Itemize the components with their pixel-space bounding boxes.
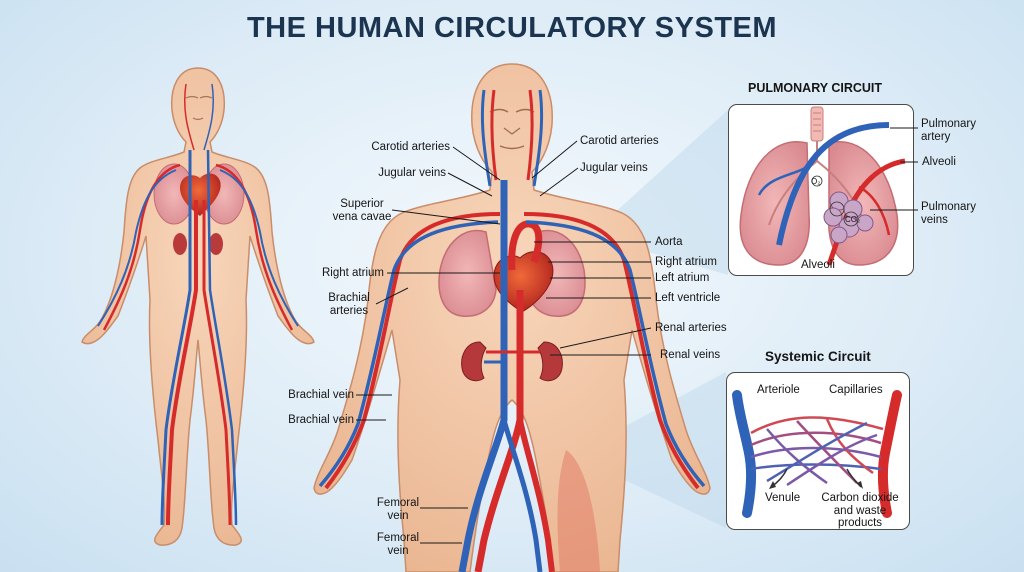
label-brachial-vein-2: Brachial vein — [288, 414, 354, 426]
label-right-atrium-right: Right atrium — [655, 256, 717, 268]
pulmonary-illustration — [739, 106, 906, 266]
label-brachial-arteries: Brachial arteries — [328, 292, 370, 317]
o2-label: O₂ — [811, 177, 821, 186]
leader-lines — [356, 140, 652, 544]
label-left-ventricle: Left ventricle — [655, 292, 721, 304]
pulmonary-circuit-title: PULMONARY CIRCUIT — [748, 81, 883, 95]
label-superior-vena-cava: Superior vena cavae — [332, 198, 392, 223]
label-jugular-veins-right: Jugular veins — [580, 162, 648, 174]
label-carotid-arteries-right: Carotid arteries — [580, 135, 659, 147]
label-aorta: Aorta — [655, 236, 683, 248]
label-renal-veins: Renal veins — [660, 349, 721, 361]
left-figure — [81, 67, 315, 546]
capillaries-label: Capillaries — [829, 384, 883, 396]
label-femoral-vein-2: Femoral vein — [376, 532, 420, 557]
arteriole-label: Arteriole — [757, 384, 800, 396]
pulmonary-artery-label: Pulmonary artery — [921, 118, 976, 143]
pulmonary-veins-label: Pulmonary veins — [921, 201, 976, 226]
center-figure — [313, 63, 711, 572]
alveoli-right-label: Alveoli — [922, 156, 956, 168]
label-right-atrium-left: Right atrium — [322, 267, 384, 279]
label-carotid-arteries-left: Carotid arteries — [371, 141, 450, 153]
label-renal-arteries: Renal arteries — [655, 322, 727, 334]
label-left-atrium: Left atrium — [655, 272, 710, 284]
systemic-illustration — [732, 390, 902, 518]
pulmonary-panel: O₂ CO₂ Alveoli — [728, 104, 914, 276]
waste-products-label: Carbon dioxide and waste products — [821, 492, 899, 529]
label-brachial-vein-1: Brachial vein — [288, 389, 354, 401]
page-title: THE HUMAN CIRCULATORY SYSTEM — [246, 12, 778, 44]
systemic-panel: Arteriole Capillaries Venule Carbon diox… — [726, 372, 910, 530]
alveoli-bottom-label: Alveoli — [801, 259, 835, 271]
label-jugular-veins-left: Jugular veins — [378, 167, 446, 179]
co2-label: CO₂ — [845, 215, 861, 224]
systemic-zoom-beam — [572, 372, 726, 528]
venule-label: Venule — [765, 492, 801, 504]
label-femoral-vein-1: Femoral vein — [376, 497, 420, 522]
systemic-circuit-title: Systemic Circuit — [765, 349, 871, 364]
